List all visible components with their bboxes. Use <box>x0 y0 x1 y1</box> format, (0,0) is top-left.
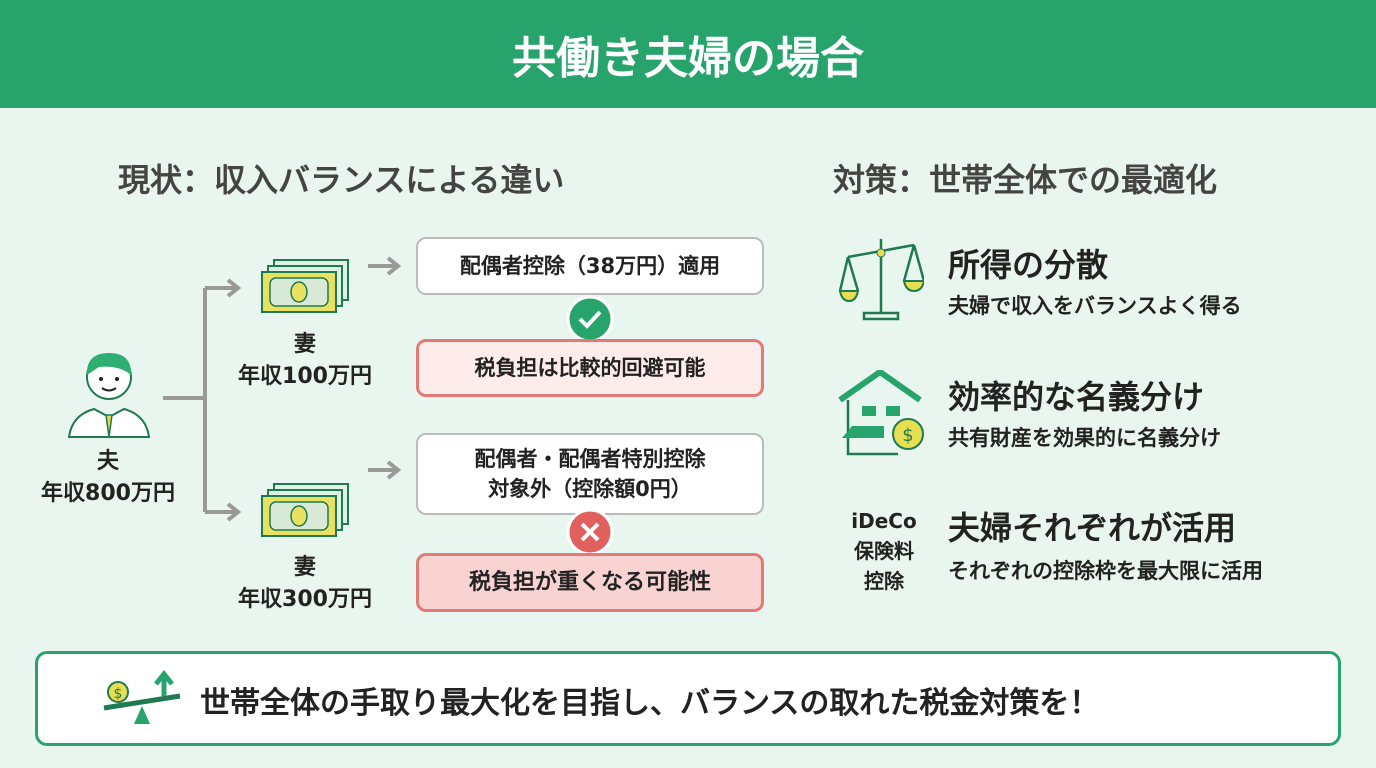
check-icon <box>566 295 614 343</box>
connector-lines <box>163 256 402 522</box>
house-dollar-icon: $ <box>838 370 924 456</box>
money-icon <box>261 483 349 537</box>
no-deduction-line2: 対象外（控除額0円） <box>488 477 692 501</box>
right-heading: 対策：世帯全体での最適化 <box>833 161 1218 199</box>
cross-icon <box>566 508 614 556</box>
wife-b-label: 妻年収300万円 <box>225 552 385 616</box>
summary-text: 世帯全体の手取り最大化を目指し、バランスの取れた税金対策を！ <box>200 686 1100 721</box>
no-deduction-box: 配偶者・配偶者特別控除対象外（控除額0円） <box>416 433 764 515</box>
spouse-deduction-text: 配偶者控除（38万円）適用 <box>459 254 721 278</box>
husband-name: 夫 <box>96 449 119 474</box>
left-heading: 現状：収入バランスによる違い <box>118 161 565 199</box>
ideco-label: iDeCo <box>851 509 917 533</box>
result-a-text: 税負担は比較的回避可能 <box>474 356 706 380</box>
husband-income: 年収800万円 <box>41 481 175 506</box>
wife-a-label: 妻年収100万円 <box>225 329 385 393</box>
wife-b-name: 妻 <box>293 555 316 580</box>
wife-a-name: 妻 <box>293 332 316 357</box>
strategy-3-title: 夫婦それぞれが活用 <box>948 509 1237 547</box>
money-icon <box>261 259 349 313</box>
no-deduction-line1: 配偶者・配偶者特別控除 <box>474 447 706 471</box>
strategy-1-sub: 夫婦で収入をバランスよく得る <box>948 294 1242 318</box>
strategy-2-title: 効率的な名義分け <box>948 378 1205 416</box>
title-banner: 共働き夫婦の場合 <box>0 0 1376 108</box>
summary-box <box>35 651 1341 746</box>
svg-text:$: $ <box>114 686 123 702</box>
strategy-2-sub: 共有財産を効果的に名義分け <box>948 426 1221 450</box>
seesaw-icon: $ <box>103 669 181 724</box>
page-title: 共働き夫婦の場合 <box>512 33 864 84</box>
scale-icon <box>838 239 924 321</box>
wife-a-income: 年収100万円 <box>238 364 372 389</box>
result-a-box: 税負担は比較的回避可能 <box>416 339 764 397</box>
husband-label: 夫年収800万円 <box>30 446 186 510</box>
strategy-3-sub: それぞれの控除枠を最大限に活用 <box>948 559 1263 583</box>
spouse-deduction-box: 配偶者控除（38万円）適用 <box>416 237 764 295</box>
result-b-box: 税負担が重くなる可能性 <box>416 553 764 612</box>
ideco-insurance-icon: iDeCo 保険料 控除 <box>836 506 932 596</box>
deduction-label: 控除 <box>864 569 904 593</box>
husband-avatar-icon <box>67 353 151 438</box>
svg-text:$: $ <box>902 425 913 446</box>
result-b-text: 税負担が重くなる可能性 <box>468 569 711 595</box>
wife-b-income: 年収300万円 <box>238 587 372 612</box>
strategy-1-title: 所得の分散 <box>948 246 1109 284</box>
insurance-label: 保険料 <box>854 539 914 563</box>
